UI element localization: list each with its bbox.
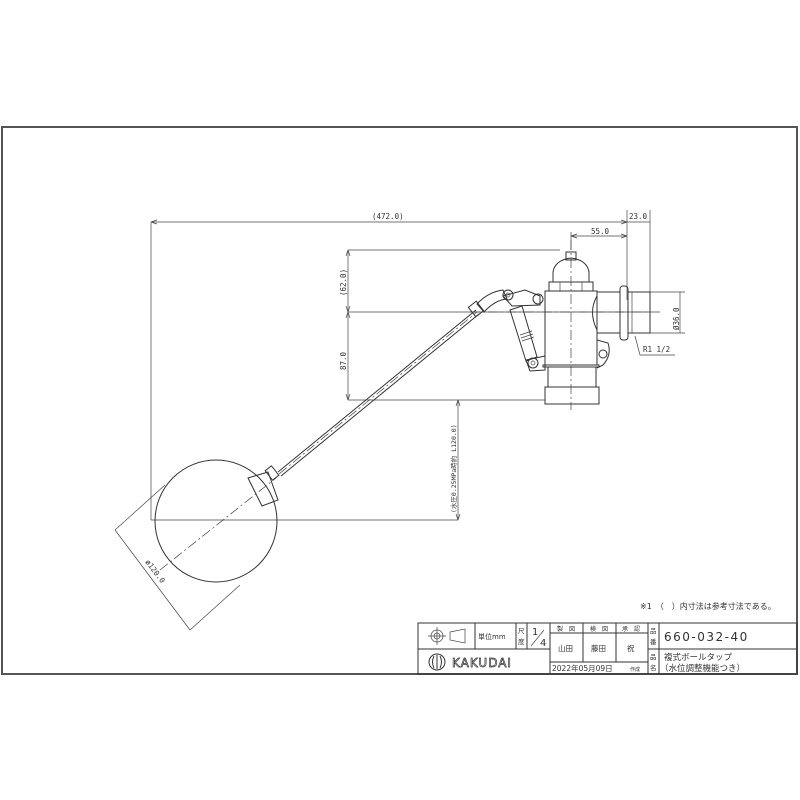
dim-arm-drop-label: 87.0 (339, 351, 348, 370)
part-name-line1: 複式ボールタップ (664, 652, 733, 663)
header-checked: 検 図 (590, 625, 608, 633)
dim-outlet-offset-label: 23.0 (629, 212, 648, 221)
title-block: 単位mm 尺 度 1 4 KAKUDAI 製 図 検 図 承 認 山田 藤田 祝… (417, 622, 798, 675)
dimension-overall-length: (472.0) (150, 212, 628, 520)
date-suffix: 作成 (630, 666, 640, 673)
third-angle-projection-icon (428, 627, 466, 645)
dimension-outlet-offset: 23.0 (626, 210, 651, 300)
part-name-line2: （水位調整機能つき） (660, 663, 745, 674)
header-approved: 承 認 (622, 625, 640, 633)
part-number: 660-032-40 (664, 630, 749, 644)
part-name-label-2: 名 (650, 663, 657, 672)
drawing-date: 2022年05月09日 (552, 663, 613, 673)
dim-top-height-label: (62.0) (339, 269, 348, 296)
header-drawn: 製 図 (557, 625, 575, 633)
dim-outlet-diameter-label: Ø36.0 (672, 307, 681, 330)
part-no-label-1: 品 (650, 627, 657, 635)
float-arm (277, 300, 485, 477)
scale-numerator: 1 (532, 627, 538, 638)
scale-label-bottom: 度 (518, 637, 525, 646)
dimension-outlet-diameter: Ø36.0 R1 1/2 (634, 291, 685, 356)
dimension-body-outlet: 55.0 (570, 227, 628, 250)
signature-approved: 祝 (627, 643, 635, 653)
scale-denominator: 4 (540, 638, 546, 649)
drawing-frame (1, 126, 798, 675)
scale-label-top: 尺 (518, 627, 525, 635)
signature-checked: 藤田 (591, 643, 606, 653)
reference-dimension-note: ※1 （ ）内寸法は参考寸法である。 (640, 601, 776, 611)
unit-label: 単位mm (478, 632, 506, 641)
dim-water-level-label: (水圧0.25MPa時約 L120.0) (449, 424, 458, 513)
dim-ball-diameter-label: ø120.0 (143, 558, 167, 585)
kakudai-logo-icon (428, 653, 446, 671)
valve-body (470, 240, 660, 410)
brand-name: KAKUDAI (452, 656, 512, 670)
part-name-label-1: 品 (650, 653, 657, 661)
signature-drawn: 山田 (558, 643, 573, 653)
float-ball (154, 459, 280, 583)
dim-overall-length-label: (472.0) (372, 212, 404, 221)
dim-body-outlet-label: 55.0 (591, 227, 610, 236)
dimension-heights: (62.0) 87.0 (339, 249, 650, 401)
dimension-water-level: (水圧0.25MPa時約 L120.0) (151, 399, 461, 521)
part-no-label-2: 番 (650, 638, 657, 646)
thread-spec-label: R1 1/2 (643, 345, 670, 354)
dimension-ball-diameter: ø120.0 (114, 484, 241, 631)
